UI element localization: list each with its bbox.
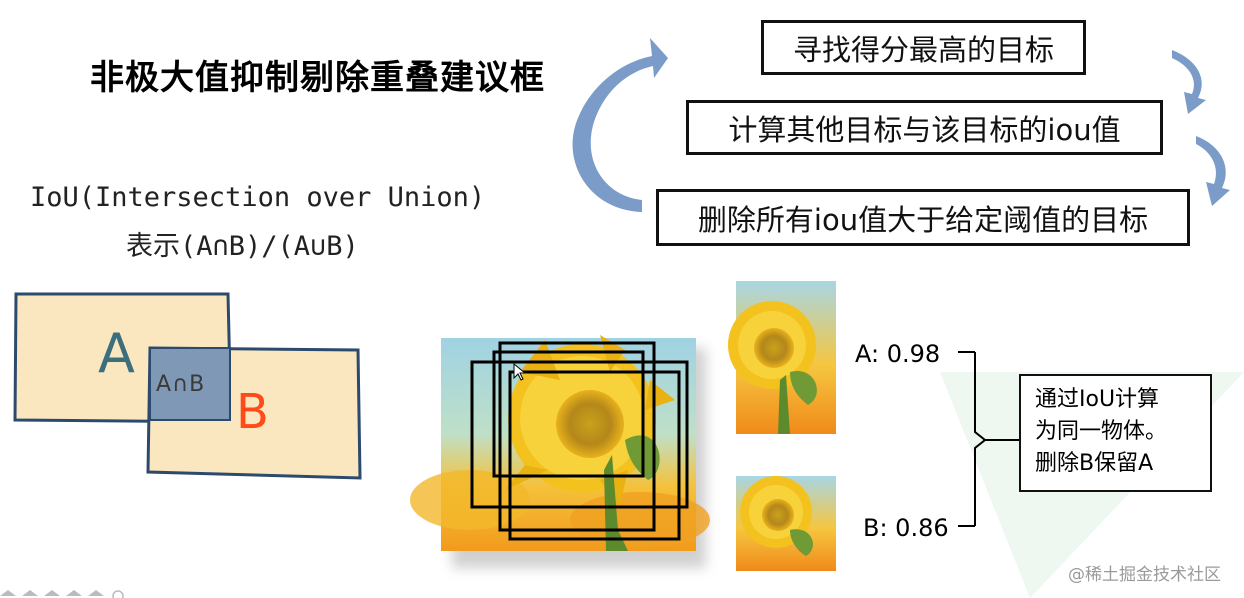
watermark: @稀土掘金技术社区 — [1068, 565, 1221, 585]
step-2-box: 计算其他目标与该目标的iou值 — [686, 100, 1163, 155]
detection-box-2 — [492, 350, 645, 478]
result-note: 通过IoU计算 为同一物体。 删除B保留A — [1019, 374, 1212, 492]
sunflower-stem — [604, 455, 628, 551]
iou-formula: 表示(A∩B)/(A∪B) — [126, 231, 359, 262]
crop-b-image — [736, 476, 836, 571]
detection-box-3 — [470, 360, 689, 509]
box-b-label: B — [236, 384, 269, 440]
detection-box-4 — [508, 370, 681, 541]
small-arrow-2 — [1196, 136, 1230, 206]
small-arrow-1 — [1172, 50, 1206, 114]
intersection-label: A∩B — [156, 372, 206, 397]
step-3-box: 删除所有iou值大于给定阈值的目标 — [656, 189, 1190, 246]
crop-a-image — [728, 281, 836, 434]
intersection-region — [149, 347, 231, 421]
crop-a-score: A: 0.98 — [855, 340, 941, 368]
cursor-icon — [513, 362, 527, 381]
slide-nav-controls[interactable] — [0, 590, 124, 598]
result-note-line-3: 删除B保留A — [1035, 451, 1154, 476]
score-brace — [958, 351, 1019, 527]
detection-box-1 — [498, 341, 656, 532]
result-note-line-2: 为同一物体。 — [1035, 419, 1168, 444]
result-note-line-1: 通过IoU计算 — [1035, 387, 1160, 412]
sunflower-image — [410, 335, 710, 568]
detection-boxes — [470, 341, 689, 541]
cycle-arrows — [572, 38, 1230, 212]
iou-definition: IoU(Intersection over Union) — [30, 182, 486, 213]
sunflower-center — [556, 390, 624, 458]
overlap-figure — [13, 292, 362, 480]
step-1-box: 寻找得分最高的目标 — [761, 20, 1086, 75]
crop-b-score: B: 0.86 — [863, 514, 949, 542]
big-return-arrow — [572, 38, 668, 212]
box-a-label: A — [98, 322, 135, 385]
slide-title: 非极大值抑制剔除重叠建议框 — [90, 58, 545, 98]
